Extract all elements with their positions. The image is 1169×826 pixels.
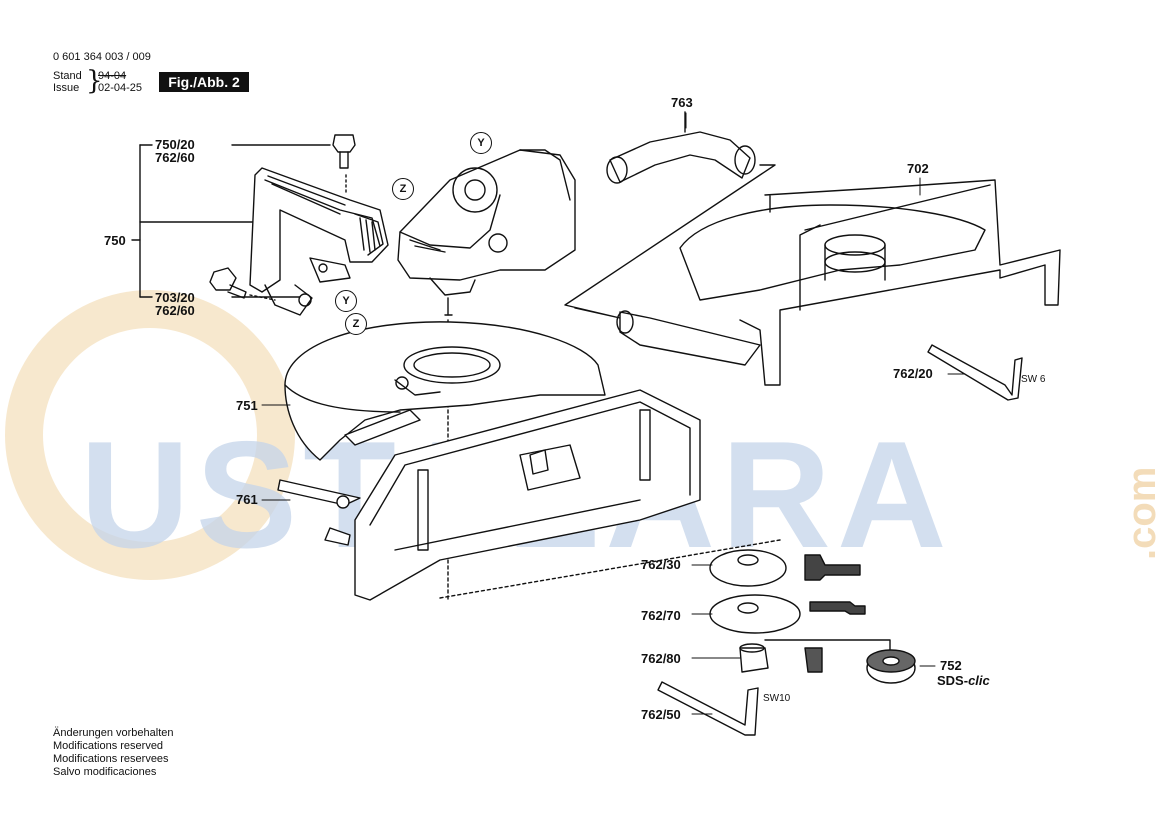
part-number: 0 601 364 003 / 009: [53, 51, 151, 63]
footer-line-en: Modifications reserved: [53, 740, 164, 752]
callout-z-top: Z: [392, 178, 414, 200]
label-750-20: 750/20: [155, 137, 195, 152]
hose-763: [564, 111, 776, 319]
footer-line-de: Änderungen vorbehalten: [53, 727, 174, 739]
callout-z-left: Z: [345, 313, 367, 335]
footer-line-fr: Modifications reservees: [53, 753, 169, 765]
issue-label: Issue: [53, 82, 80, 94]
hex-key-762-20: [927, 344, 1023, 401]
label-sw10: SW10: [763, 693, 791, 704]
brace-glyph: }: [86, 66, 103, 96]
issue-value: 02-04-25: [98, 82, 143, 94]
label-762-30: 762/30: [641, 557, 681, 572]
stand-761: [277, 389, 781, 601]
hex-key-762-50: [657, 681, 759, 736]
label-752: 752: [940, 658, 962, 673]
label-702: 702: [907, 161, 929, 176]
handle-750: [249, 167, 389, 316]
leader-lines: [261, 112, 966, 715]
label-clic: clic: [968, 673, 990, 688]
label-763: 763: [671, 95, 693, 110]
bolt-703-20: [209, 267, 276, 301]
label-762-70: 762/70: [641, 608, 681, 623]
footer-line-es: Salvo modificaciones: [53, 766, 157, 778]
bolt-750-20: [332, 134, 356, 196]
label-703-20: 703/20: [155, 290, 195, 305]
label-761: 761: [236, 492, 258, 507]
bracket-750: [131, 144, 331, 298]
flange-762-30: [709, 549, 861, 587]
label-762-50: 762/50: [641, 707, 681, 722]
figure-label: Fig./Abb. 2: [159, 72, 249, 92]
label-762-60-top: 762/60: [155, 150, 195, 165]
clic-nut-752: [866, 649, 916, 684]
label-sds: SDS-clic: [937, 674, 990, 688]
stand-label: Stand: [53, 70, 82, 82]
label-762-80: 762/80: [641, 651, 681, 666]
label-762-60-bottom: 762/60: [155, 303, 195, 318]
label-762-20: 762/20: [893, 366, 933, 381]
label-750: 750: [104, 233, 126, 248]
frame-702: [616, 179, 1061, 386]
label-sw6: SW 6: [1021, 374, 1046, 385]
nut-762-80: [739, 639, 891, 673]
callout-y-top: Y: [470, 132, 492, 154]
guard-751: [284, 321, 606, 461]
label-sds-prefix: SDS-: [937, 673, 969, 688]
label-751: 751: [236, 398, 258, 413]
flange-762-70: [709, 594, 866, 634]
callout-y-left: Y: [335, 290, 357, 312]
stand-value: 94-04: [98, 70, 127, 82]
